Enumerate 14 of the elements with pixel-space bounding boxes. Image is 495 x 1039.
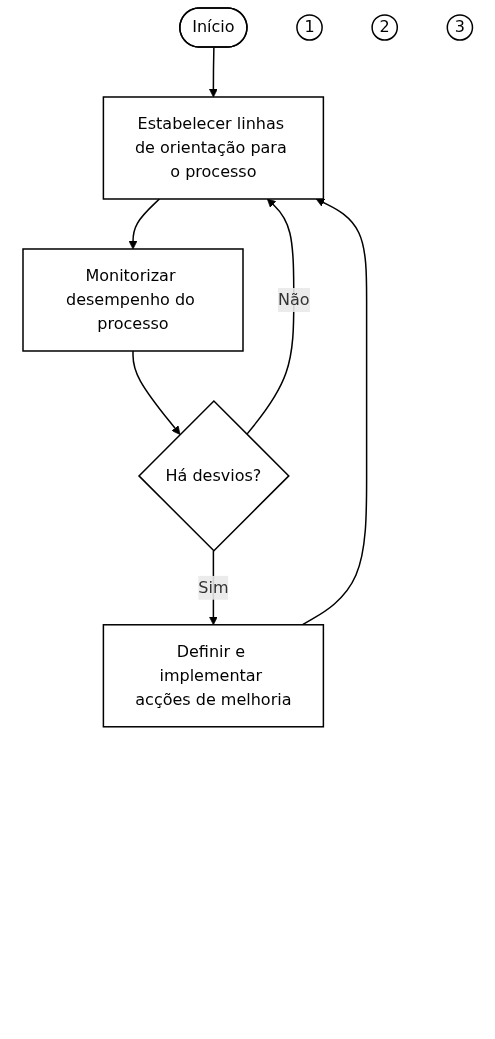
node-circle: 2 xyxy=(371,14,398,41)
edge-label: Não xyxy=(277,289,310,309)
arrow xyxy=(128,198,160,250)
node-box: Estabelecer linhas de orientação para o processo xyxy=(102,96,324,200)
arrow xyxy=(301,198,368,626)
node-box: Monitorizar desempenho do processo xyxy=(22,248,244,352)
arrow xyxy=(132,350,181,435)
arrow xyxy=(245,198,295,436)
node-circle: 1 xyxy=(295,14,323,41)
node-diamond: Há desvios? xyxy=(137,399,290,552)
edge-label: Sim xyxy=(198,577,229,597)
node-box: Definir e implementar acções de melhoria xyxy=(102,624,324,728)
arrow xyxy=(208,46,218,98)
node-circle: 3 xyxy=(446,14,473,41)
